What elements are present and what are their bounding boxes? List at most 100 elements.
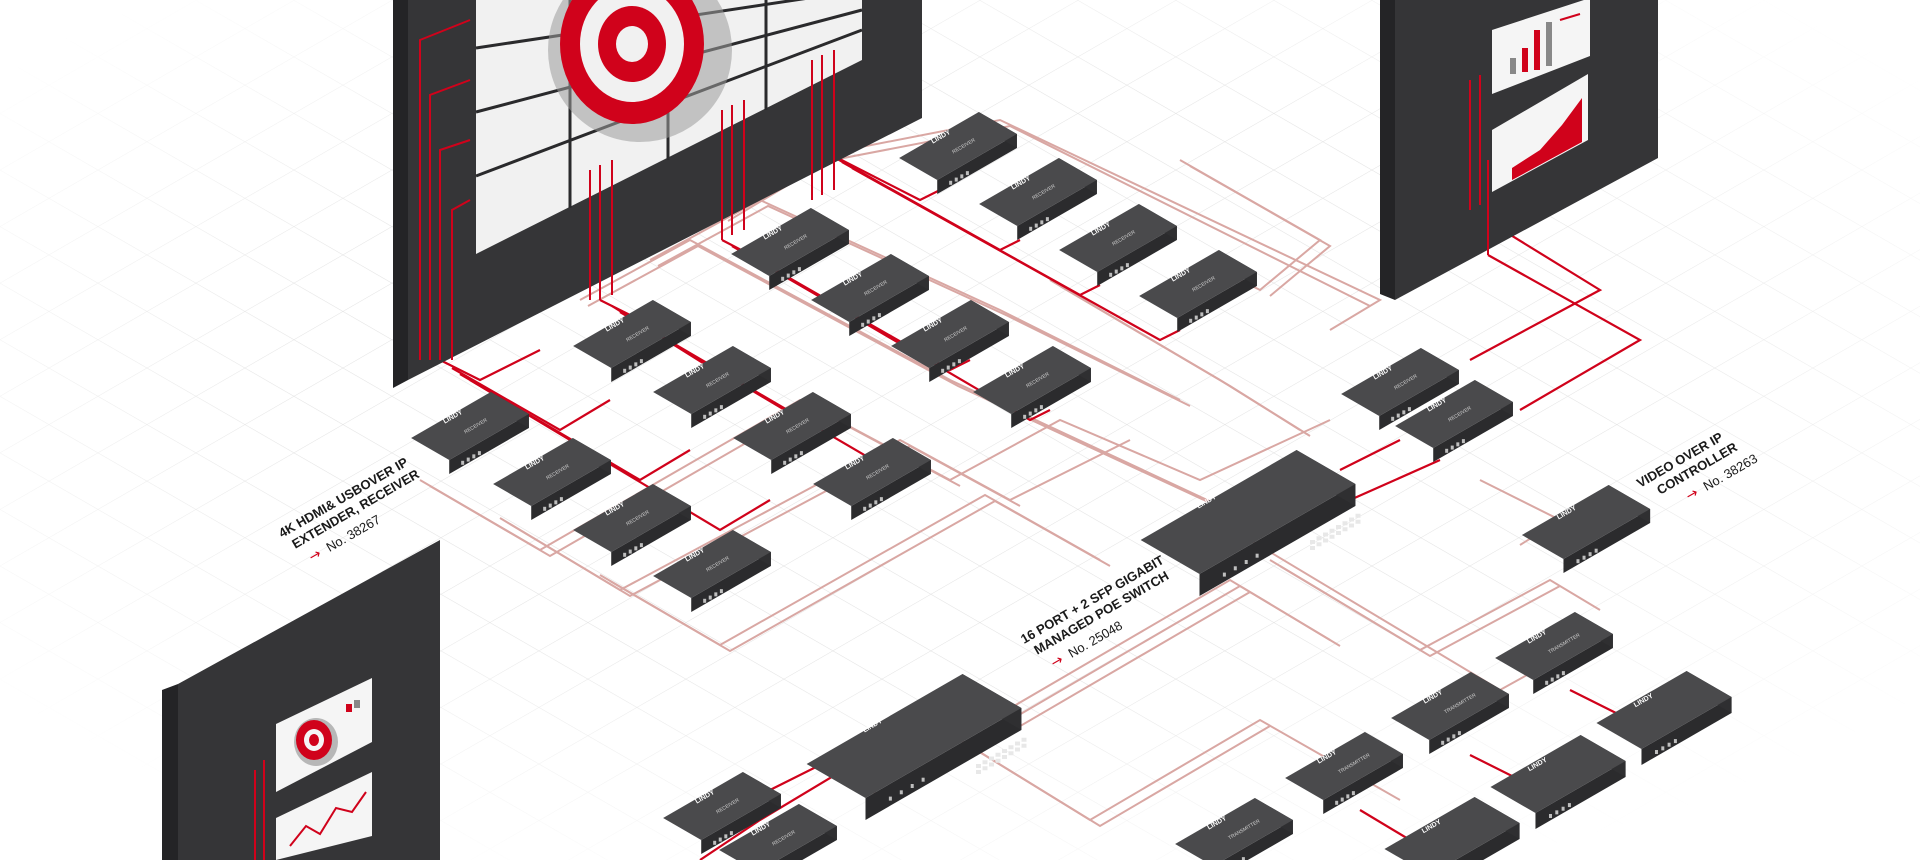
video-controller-port (1582, 555, 1586, 560)
transmitter-3-port (1241, 857, 1245, 860)
receiver-e1-port (1445, 448, 1449, 453)
transmitter-1-port (1457, 731, 1461, 736)
receiver-d0-port (954, 177, 958, 182)
source-box-2-top (1384, 797, 1520, 860)
transmitter-2-port (1340, 797, 1344, 802)
poe-switch-lower-port (995, 758, 1001, 763)
poe-switch-upper-port (1316, 536, 1322, 541)
video-cable (451, 367, 611, 432)
receiver-f0-port (713, 840, 717, 845)
receiver-c1-top (811, 254, 929, 322)
transmitter-0-port (1545, 680, 1549, 685)
receiver-b3-port (874, 500, 878, 505)
display-wall-left (162, 540, 440, 860)
video-cable (1339, 439, 1401, 471)
receiver-a0-port (466, 457, 470, 462)
transmitter-2-top (1285, 732, 1403, 800)
video-cable (1469, 209, 1603, 361)
receiver-c0-port (786, 273, 790, 278)
receiver-b2-port (783, 460, 787, 465)
receiver-d1-port (1029, 226, 1033, 231)
poe-switch-lower-ports (976, 737, 1027, 774)
poe-switch-upper-port (1349, 523, 1354, 528)
source-box-0-top (1596, 671, 1732, 749)
poe-switch-upper-port (1342, 521, 1348, 526)
receiver-b3-top (813, 438, 931, 506)
poe-switch-upper-port (1323, 538, 1328, 543)
poe-switch-upper-port (1310, 540, 1315, 544)
network-cables (419, 118, 1601, 828)
receiver-b3-port (879, 497, 883, 502)
receiver-b1-port (714, 408, 718, 413)
display-wall-right (1380, 0, 1658, 300)
receiver-f0-top (663, 772, 781, 840)
transmitter-0-top (1495, 612, 1613, 680)
receiver-f0-port (729, 831, 733, 836)
receiver-a3-top (653, 530, 771, 598)
network-cable (509, 444, 1021, 598)
receiver-d2-top (1059, 204, 1177, 272)
video-controller-port (1588, 552, 1592, 557)
poe-switch-lower-port (1008, 745, 1014, 750)
transmitter-1-port (1452, 734, 1456, 739)
receiver-f1-front (778, 826, 837, 860)
video-cable (1349, 458, 1441, 502)
receiver-a3-port (703, 598, 707, 603)
poe-switch-lower-port (1021, 737, 1027, 742)
poe-switch-upper-port (1310, 546, 1315, 550)
bar-chart-screen (1492, 0, 1590, 94)
source-box-2-front (1455, 823, 1520, 860)
receiver-c1-port (861, 322, 865, 327)
source-box-0-port (1661, 746, 1665, 751)
source-box-0-port (1673, 739, 1677, 744)
video-controller-port (1594, 548, 1598, 553)
poe-switch-upper-port (1316, 542, 1322, 547)
area-chart-screen (1492, 74, 1588, 192)
receiver-d3-port (1200, 312, 1204, 317)
poe-switch-upper-front (1199, 484, 1356, 596)
receiver-c2-port (946, 365, 950, 370)
receiver-d0-port (965, 171, 969, 176)
poe-switch-lower-port (1015, 741, 1020, 746)
transmitter-0-port (1550, 677, 1554, 682)
poe-switch-lower-port (976, 764, 981, 768)
receiver-d1-top (979, 158, 1097, 226)
target-graphic (548, 0, 732, 142)
video-wall-side (393, 0, 408, 388)
receiver-d1-port (1034, 223, 1038, 228)
poe-switch-lower-port (989, 756, 994, 761)
display-wall-right-side (1380, 0, 1395, 300)
video-controller-top (1521, 485, 1651, 559)
network-cable (969, 725, 1271, 828)
receiver-a1-top (493, 438, 611, 506)
receiver-d2-port (1125, 263, 1129, 268)
receiver-c3-top (973, 346, 1091, 414)
source-box-0: LINDY (1596, 671, 1732, 765)
receiver-d0-port (949, 180, 953, 185)
receiver-c2-port (941, 368, 945, 373)
wall-red-cables (419, 19, 835, 360)
network-cable (1279, 565, 1561, 658)
display-wall-left-panel (178, 540, 440, 860)
receiver-c1-port (872, 316, 876, 321)
poe-switch-lower-port (1008, 751, 1014, 756)
poe-switch-upper-port (1336, 525, 1341, 529)
poe-switch-lower-port (989, 762, 994, 767)
receiver-b0-top (573, 300, 691, 368)
transmitter-0-port (1561, 671, 1565, 676)
source-box-2: LINDY (1384, 797, 1520, 860)
network-cable (1059, 285, 1311, 437)
poe-switch-lower-port (982, 766, 988, 771)
receiver-d2-port (1109, 272, 1113, 277)
receiver-a1-port (554, 500, 558, 505)
